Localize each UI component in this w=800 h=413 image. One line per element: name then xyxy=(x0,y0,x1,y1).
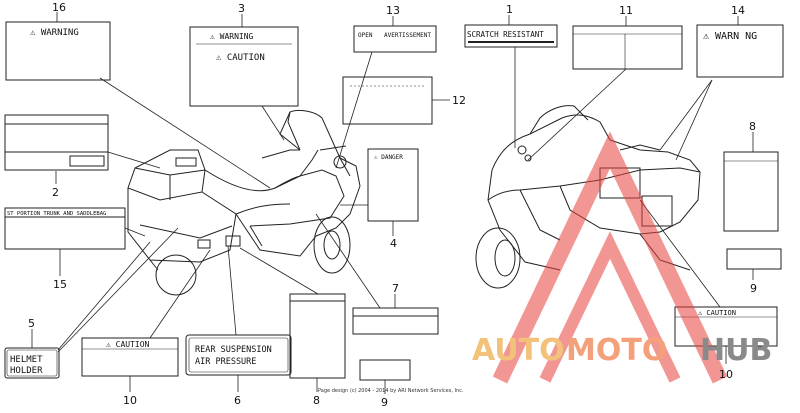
label-6-text-line1: REAR SUSPENSION xyxy=(195,345,272,355)
label-10a-text: ⚠ CAUTION xyxy=(106,340,150,349)
label-6-box[interactable] xyxy=(185,334,292,376)
label-7-box[interactable] xyxy=(352,307,439,335)
label-13-text-a: OPEN xyxy=(358,32,373,39)
label-14-box[interactable] xyxy=(696,24,784,78)
label-1-text: SCRATCH RESISTANT xyxy=(467,30,544,39)
callout-5[interactable]: 5 xyxy=(28,317,35,330)
label-10b-text: ⚠ CAUTION xyxy=(698,309,736,317)
label-8b-box[interactable] xyxy=(289,293,346,379)
callout-1[interactable]: 1 xyxy=(506,3,513,16)
callout-9-right[interactable]: 9 xyxy=(750,282,757,295)
callout-2[interactable]: 2 xyxy=(52,186,59,199)
label-1-box[interactable] xyxy=(464,24,558,48)
label-16-box[interactable] xyxy=(5,21,111,81)
callout-11[interactable]: 11 xyxy=(619,4,633,17)
callout-9-bottom[interactable]: 9 xyxy=(381,396,388,409)
callout-16[interactable]: 16 xyxy=(52,1,66,14)
label-13-text-b: AVERTISSEMENT xyxy=(384,32,431,39)
callout-8-right[interactable]: 8 xyxy=(749,120,756,133)
label-15-text: ST PORTION TRUNK AND SADDLEBAG xyxy=(7,211,106,217)
label-3-box[interactable] xyxy=(189,26,299,107)
label-5-text-line2: HOLDER xyxy=(10,366,43,376)
label-6-text-line2: AIR PRESSURE xyxy=(195,357,256,367)
label-4-text: ⚠ DANGER xyxy=(374,154,403,161)
label-12-box[interactable] xyxy=(342,76,433,125)
watermark-moto: MOTO xyxy=(566,333,667,368)
label-15-box[interactable] xyxy=(4,207,126,250)
callout-7[interactable]: 7 xyxy=(392,282,399,295)
watermark-auto: AUTO xyxy=(472,333,565,368)
callout-13[interactable]: 13 xyxy=(386,4,400,17)
label-14-text: ⚠ WARN NG xyxy=(703,31,757,42)
automotohub-watermark: AUTO MOTO HUB xyxy=(472,131,772,384)
label-16-text: ⚠ WARNING xyxy=(30,28,79,38)
label-3-warning-text: ⚠ WARNING xyxy=(210,32,254,41)
callout-10-right[interactable]: 10 xyxy=(719,368,733,381)
callout-6[interactable]: 6 xyxy=(234,394,241,407)
callout-14[interactable]: 14 xyxy=(731,4,745,17)
callout-12[interactable]: 12 xyxy=(452,94,466,107)
callout-4[interactable]: 4 xyxy=(390,237,397,250)
callout-10-left[interactable]: 10 xyxy=(123,394,137,407)
label-5-text-line1: HELMET xyxy=(10,355,43,365)
leader-lines xyxy=(31,12,754,394)
label-11-box[interactable] xyxy=(572,25,683,70)
label-13-box[interactable] xyxy=(353,25,437,53)
touring-motorcycle-drawing xyxy=(127,109,361,296)
callout-8-bottom[interactable]: 8 xyxy=(313,394,320,407)
callout-3[interactable]: 3 xyxy=(238,2,245,15)
callout-15[interactable]: 15 xyxy=(53,278,67,291)
label-8a-box[interactable] xyxy=(723,151,779,232)
copyright-notice: Page design (c) 2004 - 2014 by ARI Netwo… xyxy=(318,388,464,394)
label-9a-box[interactable] xyxy=(726,248,782,270)
label-2-box[interactable] xyxy=(4,114,109,171)
watermark-hub: HUB xyxy=(700,333,772,368)
label-9b-box[interactable] xyxy=(359,359,411,381)
label-3-caution-text: ⚠ CAUTION xyxy=(216,53,265,63)
